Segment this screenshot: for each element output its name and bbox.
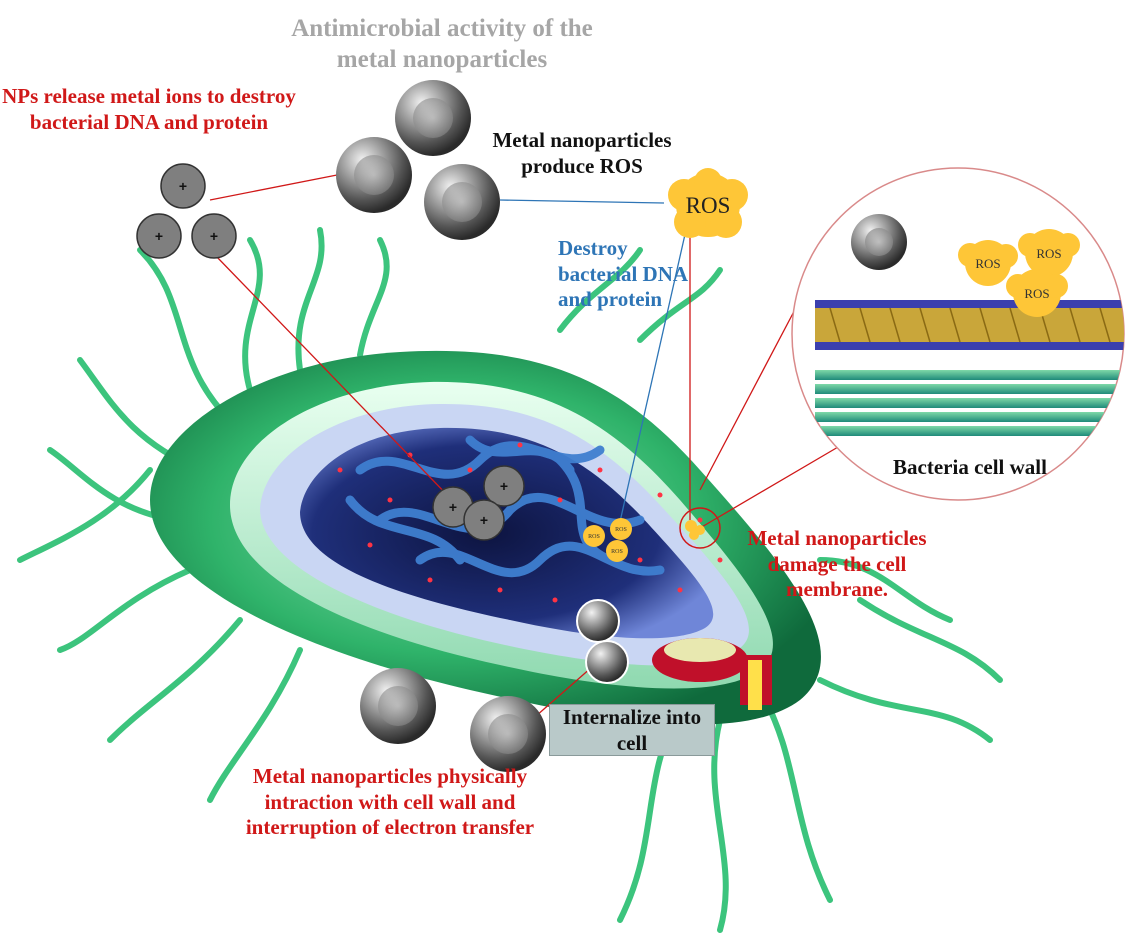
- ros-label: ROS: [615, 527, 627, 533]
- ion-sign: +: [480, 512, 488, 528]
- ion-sign: +: [179, 178, 187, 194]
- ion-release-label: NPs release metal ions to destroy bacter…: [0, 84, 298, 135]
- ros-label: ROS: [1024, 286, 1049, 301]
- ion-sign: +: [210, 228, 218, 244]
- membrane-damage-label: Metal nanoparticles damage the cell memb…: [724, 526, 950, 603]
- ion-sign: +: [155, 228, 163, 244]
- nanoparticle-icon: [577, 600, 619, 642]
- ion-sign: +: [500, 478, 508, 494]
- physical-interaction-label: Metal nanoparticles physically intractio…: [244, 764, 536, 841]
- cell-wall-label: Bacteria cell wall: [880, 455, 1060, 481]
- nanoparticle-icon: [586, 641, 628, 683]
- diagram-title: Antimicrobial activity of the metal nano…: [262, 14, 622, 75]
- ros-label: ROS: [611, 549, 623, 555]
- ros-label: ROS: [1036, 246, 1061, 261]
- ros-label: ROS: [686, 193, 731, 218]
- ros-production-label: Metal nanoparticles produce ROS: [468, 128, 696, 179]
- ros-label: ROS: [975, 256, 1000, 271]
- ros-label: ROS: [588, 534, 600, 540]
- ion-sign: +: [449, 499, 457, 515]
- cell-wall-inset: [792, 168, 1134, 500]
- destroy-dna-label: Destroy bacterial DNA and protein: [558, 236, 698, 313]
- internalize-label: Internalize into cell: [549, 704, 715, 756]
- nanoparticle-core: [865, 228, 893, 256]
